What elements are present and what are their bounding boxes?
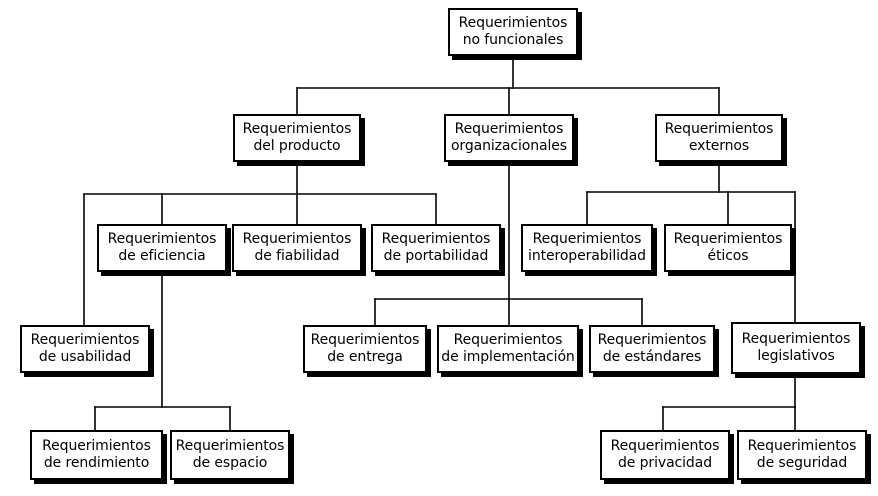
node-label-line2: no funcionales: [462, 32, 564, 48]
node-label-line1: Requerimientos: [673, 231, 783, 248]
node-label-line1: Requerimientos: [242, 121, 352, 138]
node-label-line1: Requerimientos: [310, 332, 420, 349]
node-label-line1: Requerimientos: [242, 231, 352, 248]
node-label-line1: Requerimientos: [458, 15, 568, 32]
node-label-line2: de eficiencia: [118, 248, 206, 264]
node-label-line2: éticos: [707, 248, 749, 264]
node-label-line2: de implementación: [441, 349, 575, 365]
node-label-line2: de estándares: [602, 349, 702, 365]
node-label-line2: organizacionales: [450, 138, 568, 154]
node-label-line2: de espacio: [192, 455, 268, 471]
node-label-line2: interoperabilidad: [528, 248, 646, 264]
node-label-line1: Requerimientos: [664, 121, 774, 138]
node-label-line1: Requerimientos: [454, 121, 564, 138]
node-label-line1: Requerimientos: [741, 331, 851, 348]
node-label-line1: Requerimientos: [107, 231, 217, 248]
node-label-line1: Requerimientos: [610, 438, 720, 455]
node-label-line2: de portabilidad: [383, 248, 489, 264]
node-label-line1: Requerimientos: [532, 231, 642, 248]
node-label-line2: de fiabilidad: [254, 248, 340, 264]
node-label-line1: Requerimientos: [597, 332, 707, 349]
node-label-line1: Requerimientos: [747, 438, 857, 455]
node-label-line1: Requerimientos: [381, 231, 491, 248]
node-label-line1: Requerimientos: [30, 332, 140, 349]
node-label-line2: externos: [688, 138, 750, 154]
node-label-line2: de privacidad: [618, 455, 712, 471]
node-label-line2: legislativos: [757, 348, 835, 364]
node-label-line2: del producto: [253, 138, 341, 154]
node-label-line1: Requerimientos: [175, 438, 285, 455]
node-label-line2: de entrega: [327, 349, 403, 365]
node-label-line2: de usabilidad: [38, 349, 132, 365]
node-label-line1: Requerimientos: [453, 332, 563, 349]
node-label-line1: Requerimientos: [42, 438, 151, 455]
node-label-line2: de seguridad: [756, 455, 848, 471]
node-label-line2: de rendimiento: [43, 455, 150, 471]
